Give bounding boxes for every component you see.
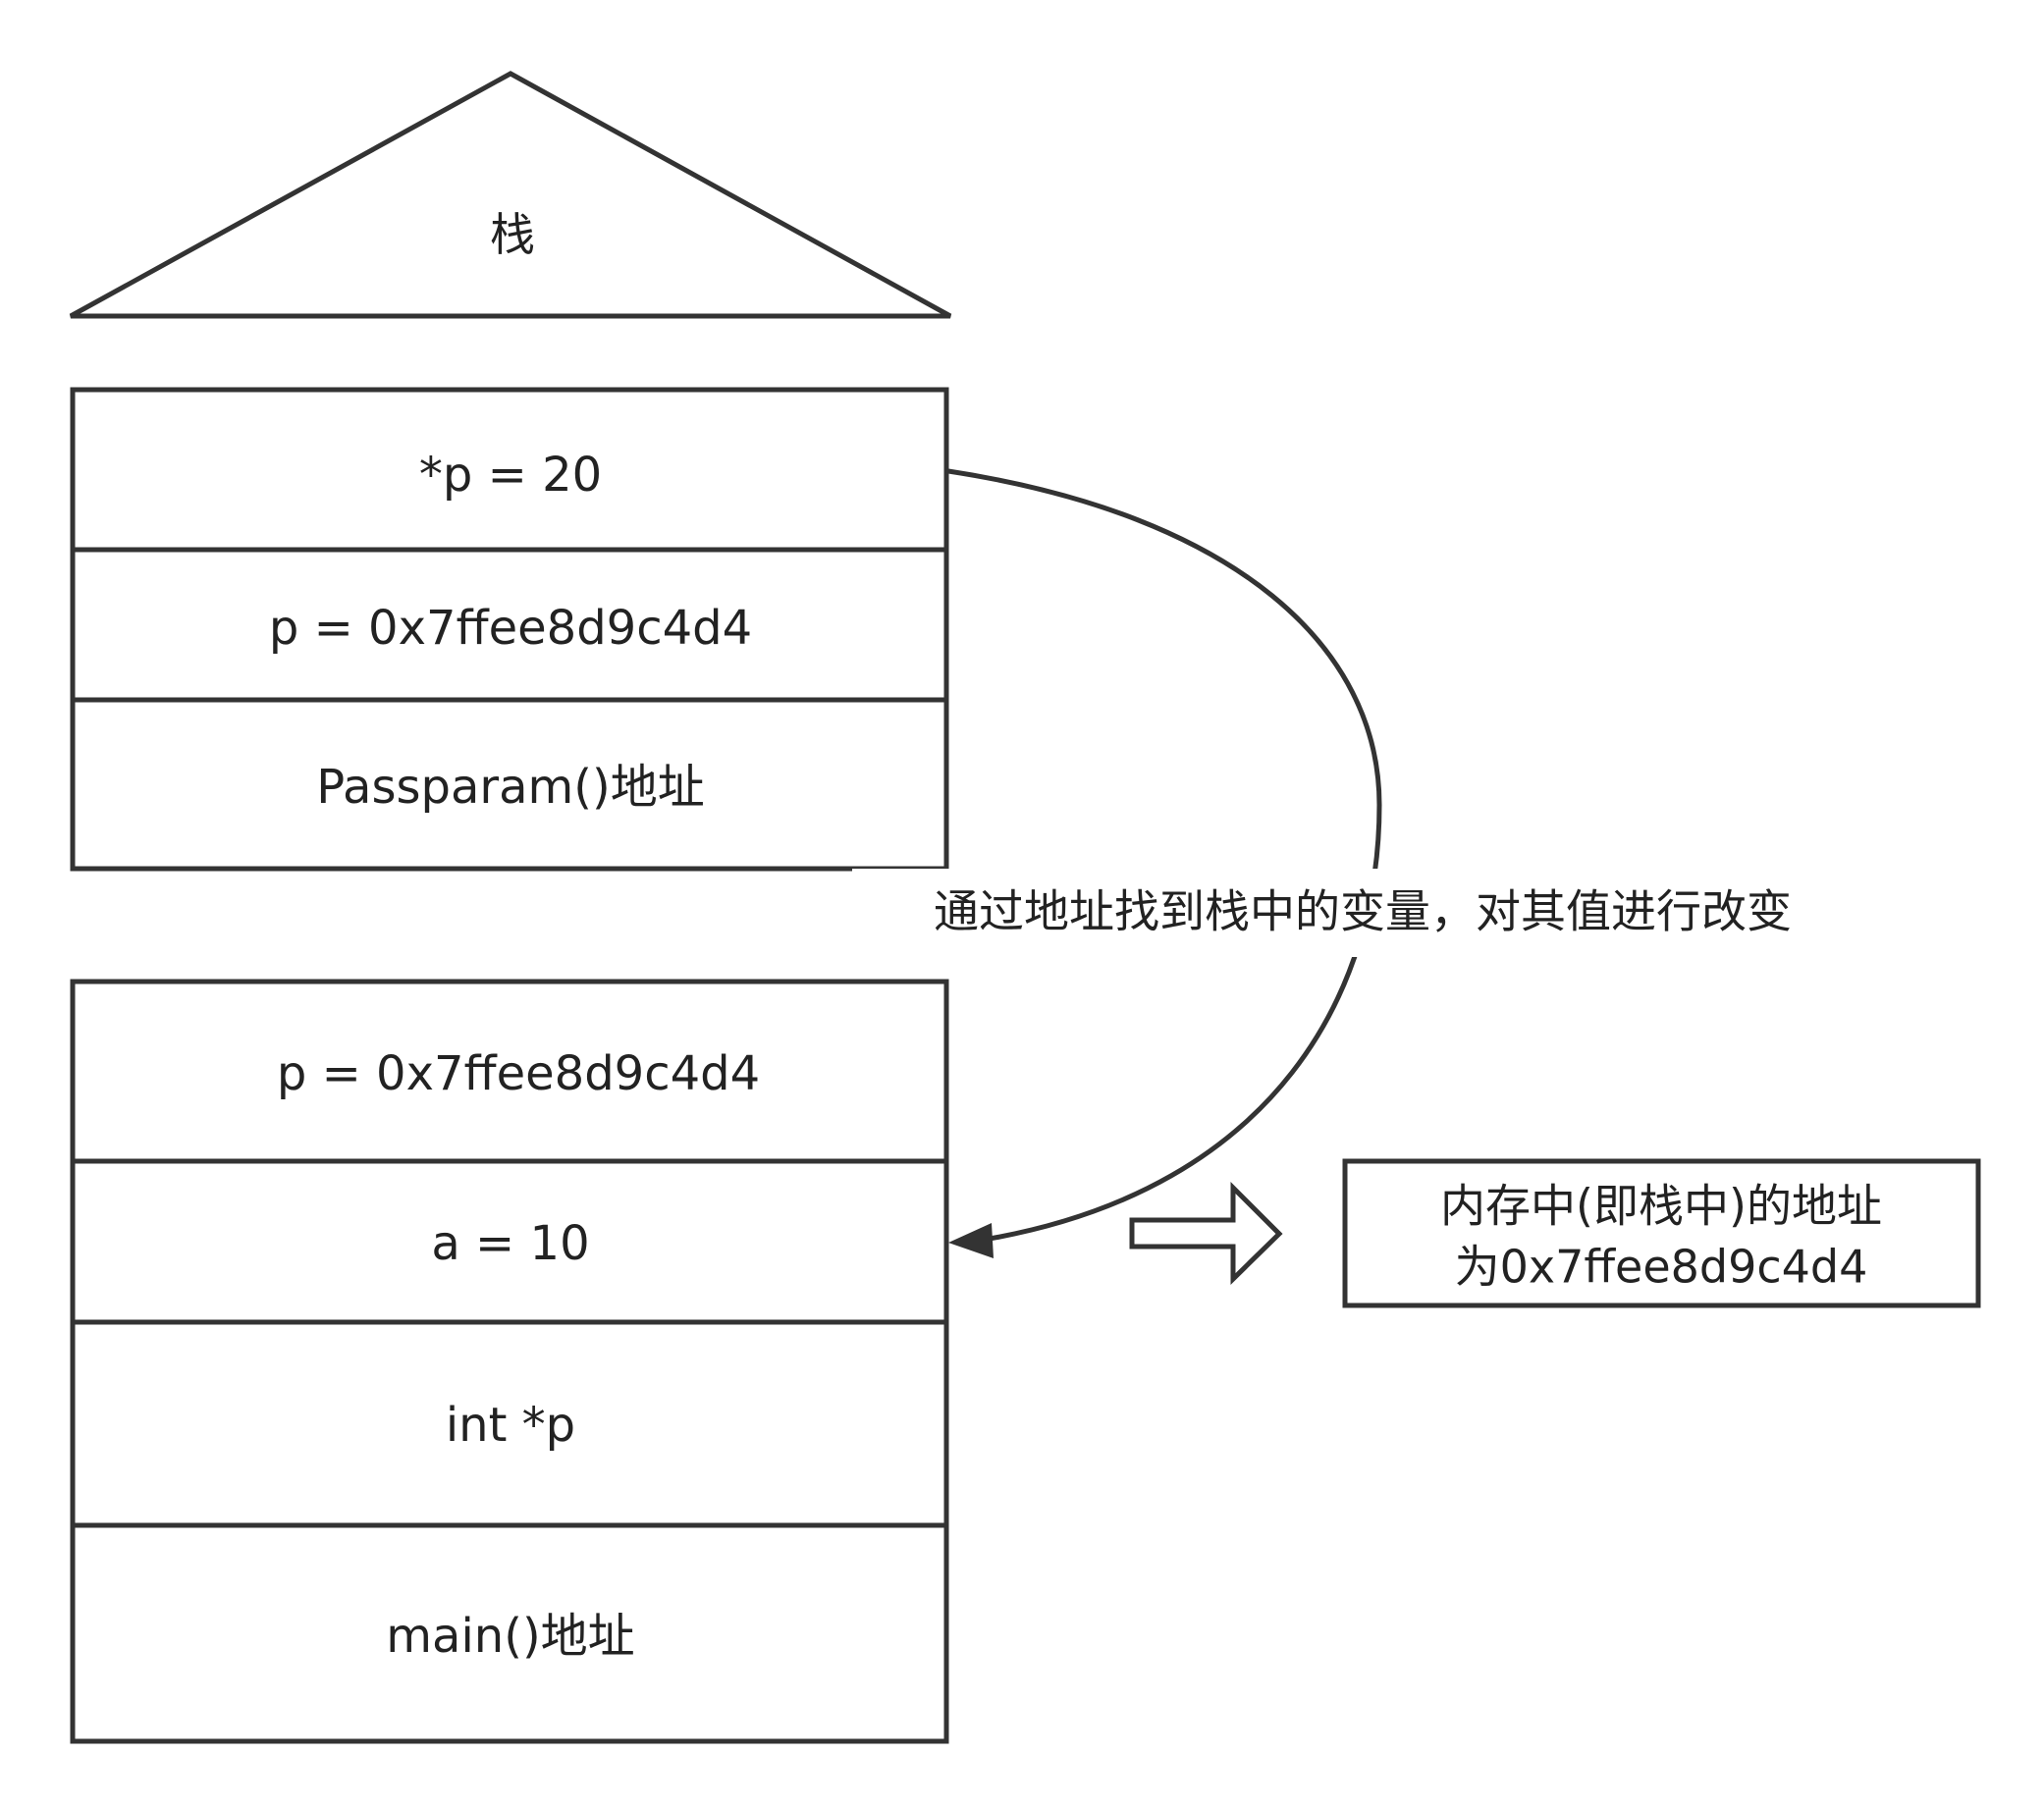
upper-cell-1 <box>70 387 949 553</box>
lower-cell-1 <box>70 979 949 1164</box>
stack-roof <box>69 71 952 319</box>
stack-title: 栈 <box>490 208 535 261</box>
note-line-2: 为0x7ffee8d9c4d4 <box>1455 1241 1868 1294</box>
lower-cell-4 <box>70 1522 949 1744</box>
lower-cell-4-label: main()地址 <box>386 1609 634 1664</box>
note-line-1: 内存中(即栈中)的地址 <box>1440 1180 1882 1233</box>
pointer-arrow-curve <box>947 468 1382 1242</box>
lower-cell-2-label: a = 10 <box>431 1216 589 1271</box>
lower-cell-1-label: p = 0x7ffee8d9c4d4 <box>277 1046 760 1101</box>
pointer-arrow-head <box>948 1223 994 1258</box>
hollow-right-arrow <box>1129 1181 1283 1285</box>
lower-cell-3-label: int *p <box>446 1398 575 1453</box>
lower-frame: p = 0x7ffee8d9c4d4 a = 10 int *p main()地… <box>70 979 949 1744</box>
arrow-label: 通过地址找到栈中的变量，对其值进行改变 <box>934 885 1792 938</box>
upper-cell-3-label: Passparam()地址 <box>316 760 704 815</box>
upper-cell-2 <box>70 547 949 703</box>
upper-cell-3 <box>70 697 949 872</box>
note-box <box>1342 1158 1981 1308</box>
upper-frame: *p = 20 p = 0x7ffee8d9c4d4 Passparam()地址 <box>70 387 949 872</box>
lower-cell-3 <box>70 1319 949 1528</box>
upper-cell-1-label: *p = 20 <box>419 448 602 503</box>
arrow-label-bg <box>852 869 1873 957</box>
upper-cell-2-label: p = 0x7ffee8d9c4d4 <box>269 601 752 656</box>
